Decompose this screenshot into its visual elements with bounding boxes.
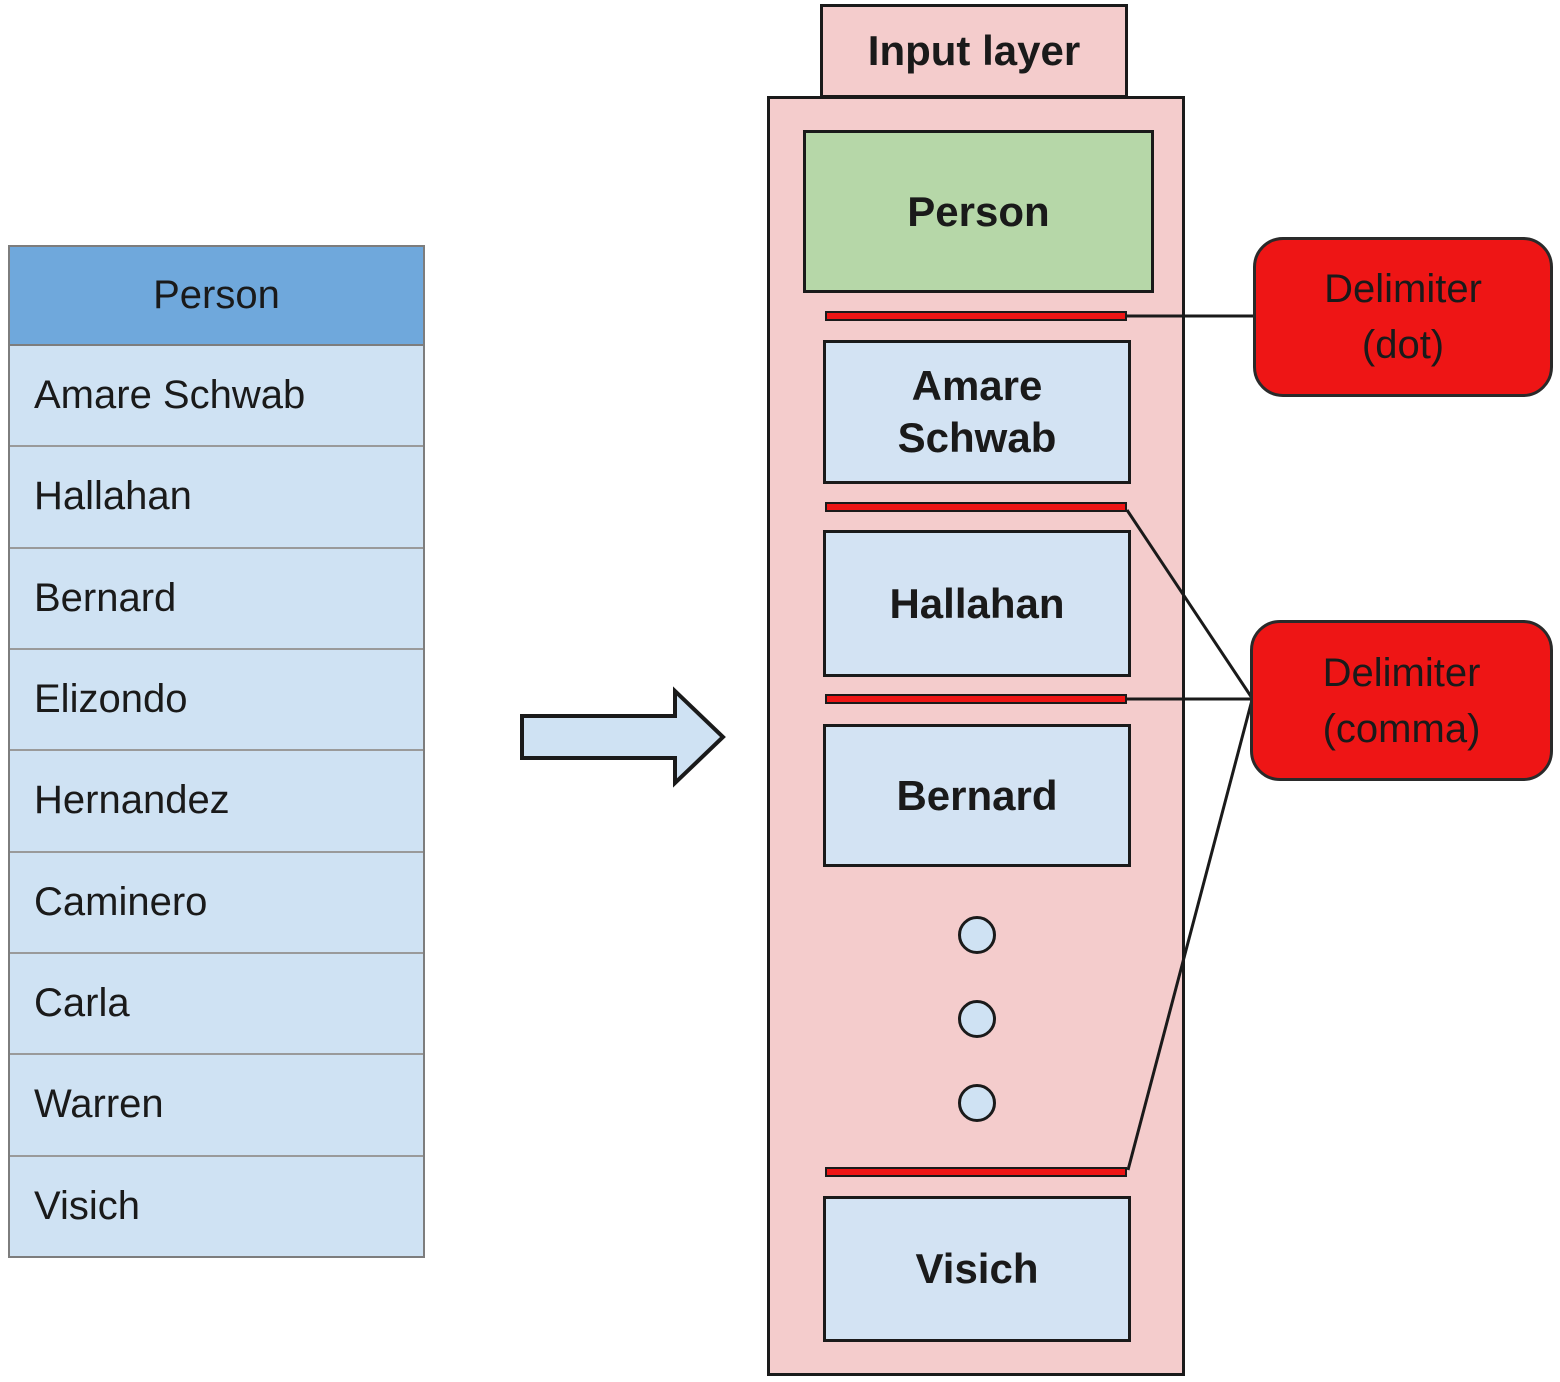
person-table-header: Person <box>10 247 423 346</box>
delimiter-dot-callout: Delimiter (dot) <box>1253 237 1553 397</box>
ellipsis-circle <box>958 1000 996 1038</box>
value-node: Visich <box>823 1196 1131 1342</box>
table-row: Visich <box>10 1156 423 1256</box>
person-table: Person Amare Schwab Hallahan Bernard Eli… <box>8 245 425 1258</box>
delimiter-dot-label-line2: (dot) <box>1361 323 1445 367</box>
table-row: Caminero <box>10 852 423 954</box>
value-node: Bernard <box>823 724 1131 867</box>
delimiter-bar-dot <box>825 311 1127 321</box>
value-node-label: Amare Schwab <box>897 361 1057 462</box>
input-layer-title: Input layer <box>820 4 1128 98</box>
delimiter-comma-label-line2: (comma) <box>1322 706 1481 751</box>
table-row: Amare Schwab <box>10 346 423 448</box>
table-row: Hernandez <box>10 751 423 853</box>
delimiter-comma-callout: Delimiter (comma) <box>1250 620 1553 781</box>
delimiter-dot-label-line1: Delimiter <box>1324 267 1482 311</box>
table-row: Warren <box>10 1055 423 1157</box>
ellipsis-circle <box>958 1084 996 1122</box>
value-node: Amare Schwab <box>823 340 1131 484</box>
person-field-node: Person <box>803 130 1154 293</box>
table-row: Elizondo <box>10 649 423 752</box>
value-node: Hallahan <box>823 530 1131 677</box>
ellipsis-circle <box>958 916 996 954</box>
delimiter-comma-label-line1: Delimiter <box>1322 650 1481 695</box>
right-arrow-icon <box>520 686 726 788</box>
table-row: Carla <box>10 953 423 1056</box>
table-row: Bernard <box>10 548 423 650</box>
table-row: Hallahan <box>10 447 423 549</box>
delimiter-bar-comma <box>825 1167 1127 1177</box>
delimiter-bar-comma <box>825 502 1127 512</box>
delimiter-bar-comma <box>825 694 1127 704</box>
